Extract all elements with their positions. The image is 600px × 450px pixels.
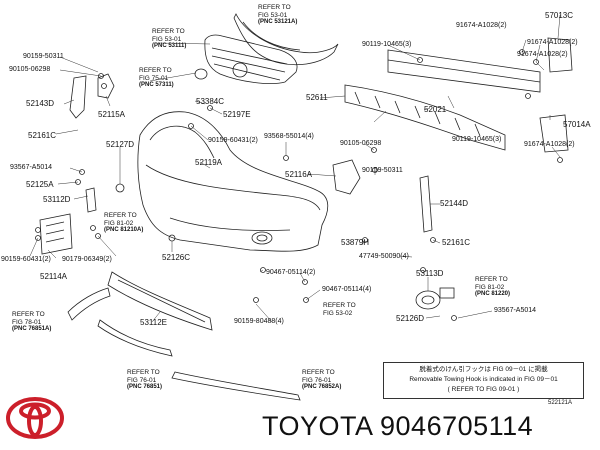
part-label: 93568-55014(4) — [264, 133, 314, 140]
part-label: 57013C — [545, 11, 574, 20]
part-label: 90159-60431(2) — [208, 137, 258, 144]
part-label: 52127D — [106, 140, 135, 149]
part-label: 53112E — [140, 318, 167, 327]
part-label: 52161C — [28, 131, 57, 140]
part-label: 53384C — [196, 97, 225, 106]
part-label: 57014A — [563, 120, 591, 129]
energy-absorber — [344, 84, 506, 151]
part-label: 90467-05114(2) — [266, 269, 316, 276]
part-label: 52021 — [424, 105, 447, 114]
upper-grille-trim — [233, 13, 339, 66]
part-label: 53113D — [416, 269, 444, 278]
part-label: 53112D — [43, 195, 71, 204]
part-label: 91674-A1028(2) — [456, 22, 507, 29]
part-label: 52115A — [98, 110, 125, 119]
part-label: 90159-60431(2) — [1, 256, 51, 263]
toyota-logo-icon — [6, 397, 64, 439]
brand-part-number: TOYOTA 9046705114 — [262, 411, 534, 441]
part-label: 91674-A1028(2) — [517, 51, 568, 58]
figure-id: 522121A — [548, 400, 573, 406]
part-label: 52126D — [396, 314, 425, 323]
part-label: 91674-A1028(2) — [527, 39, 578, 46]
part-label: 90467-05114(4) — [322, 286, 372, 293]
part-label: 52143D — [26, 99, 55, 108]
part-label: 90119-10465(3) — [362, 41, 412, 48]
side-bracket-right — [332, 159, 361, 195]
part-label: 52125A — [26, 180, 54, 189]
side-retainer-left — [69, 75, 87, 119]
molding-center — [97, 319, 173, 357]
side-seal-right — [419, 175, 433, 233]
part-label: 93567-A5014 — [10, 164, 53, 171]
part-label: 47749-50090(4) — [359, 253, 409, 260]
bumper-cover — [137, 111, 329, 252]
part-label: 52197E — [223, 110, 251, 119]
part-label: 90105-06298 — [340, 140, 382, 147]
part-label: 52114A — [40, 272, 67, 281]
part-label: 90179-06349(2) — [62, 256, 112, 263]
part-label: 90159-80488(4) — [234, 318, 284, 325]
license-bracket — [39, 213, 73, 255]
part-label: 93567-A5014 — [494, 307, 537, 314]
towing-hook-note: 脱着式のけん引フックは FIG 09－01 に掲載 Removable Towi… — [383, 362, 584, 399]
molding-left — [67, 287, 111, 321]
part-label: 53879H — [341, 238, 370, 247]
part-label: 90159-50311 — [23, 53, 64, 60]
part-label: 90159-50311 — [362, 167, 403, 174]
bracket-right-upper — [547, 37, 573, 73]
emblem — [194, 68, 208, 80]
part-label: 52611 — [306, 93, 328, 102]
side-bracket-left — [97, 73, 115, 99]
part-label: 90119-10465(3) — [452, 136, 502, 143]
part-label: 52116A — [285, 170, 312, 179]
part-label: 52144D — [440, 199, 469, 208]
fog-cover-right — [415, 290, 441, 310]
part-label: 90105-06298 — [9, 66, 51, 73]
part-label: 52161C — [442, 238, 471, 247]
part-label: 52119A — [195, 158, 222, 167]
radiator-grille — [204, 34, 298, 84]
part-label: 91674-A1028(2) — [524, 141, 575, 148]
molding-lower — [171, 371, 301, 401]
bracket-right-lower — [539, 114, 569, 153]
part-label: 52126C — [162, 253, 191, 262]
bumper-reinforcement — [387, 49, 541, 93]
lower-grille — [107, 271, 213, 331]
